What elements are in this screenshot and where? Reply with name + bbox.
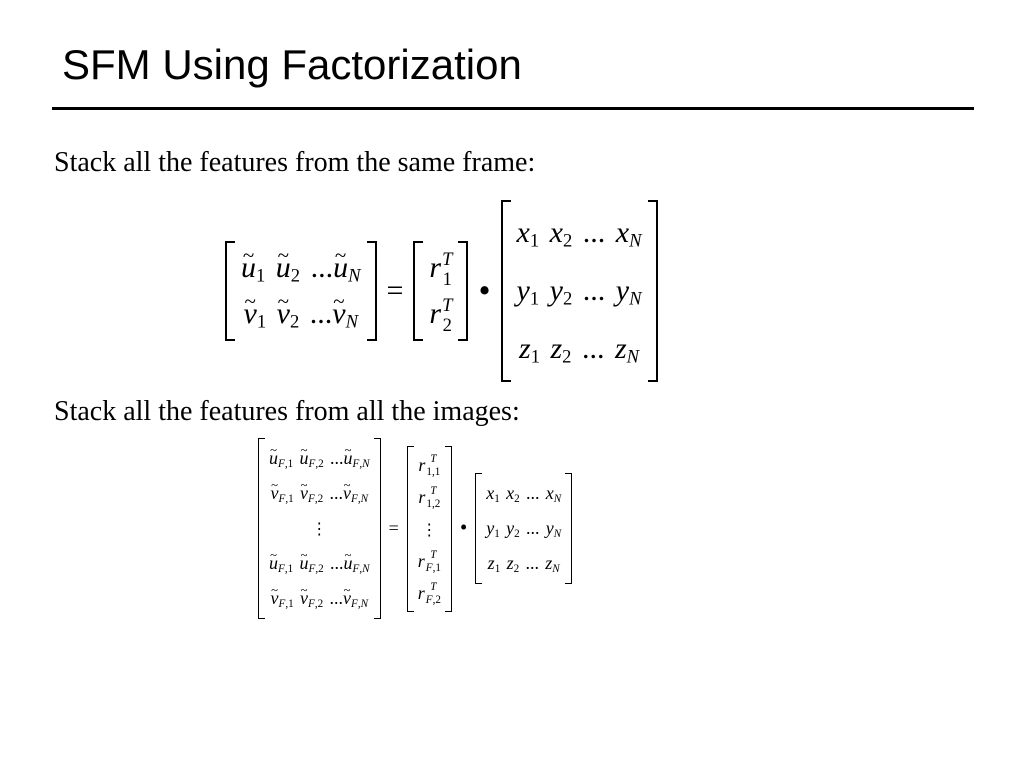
matrix-row-v-f-last: vF,1vF,2...vF,N bbox=[269, 573, 370, 616]
dot-operator: • bbox=[478, 271, 491, 310]
equation-all-images: uF,1uF,2...uF,N vF,1vF,2...vF,N ⋮ uF,1uF… bbox=[258, 433, 573, 619]
equation-single-frame: u1u2...uN v1v2...vN = rT1 rT2 • x1x2...x… bbox=[225, 200, 658, 382]
matrix-image-coords: u1u2...uN v1v2...vN bbox=[225, 232, 377, 341]
dot-operator: • bbox=[459, 517, 468, 539]
matrix-row-vdots: ⋮ bbox=[421, 520, 438, 539]
matrix-row-u-f-last: uF,1uF,2...uF,N bbox=[269, 538, 370, 581]
caption-all-images: Stack all the features from all the imag… bbox=[54, 396, 520, 427]
matrix-measurement: uF,1uF,2...uF,N vF,1vF,2...vF,N ⋮ uF,1uF… bbox=[258, 433, 381, 619]
matrix-row-u-f: uF,1uF,2...uF,N bbox=[269, 433, 370, 476]
equals-sign: = bbox=[386, 274, 404, 307]
matrix-row-v-f: vF,1vF,2...vF,N bbox=[269, 468, 370, 511]
slide-title: SFM Using Factorization bbox=[62, 41, 522, 88]
title-divider bbox=[52, 107, 974, 110]
matrix-row-v: v1v2...vN bbox=[241, 278, 361, 337]
matrix-row-u: u1u2...uN bbox=[241, 232, 361, 291]
caption-same-frame: Stack all the features from the same fra… bbox=[54, 147, 536, 178]
equals-sign: = bbox=[388, 518, 399, 538]
matrix-row-vdots: ⋮ bbox=[311, 520, 328, 538]
